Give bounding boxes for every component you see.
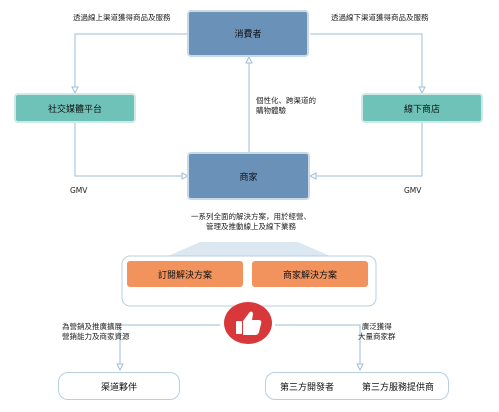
social-media-label: 社交媒體平台: [47, 104, 102, 115]
third-party-developer-label: 第三方開發者: [279, 382, 334, 393]
top-right-note: 透過線下渠道獲得商品及服務: [331, 13, 429, 22]
solutions-note: 一系列全面的解決方案，用於經營、 管理及推動線上及線下業務: [191, 212, 311, 231]
offline-store-node: 線下商店: [361, 93, 483, 123]
merchant-solution-node: 商家解決方案: [252, 261, 368, 287]
third-party-node: 第三方開發者 第三方服務提供商: [265, 372, 449, 400]
gmv-right-label: GMV: [404, 186, 422, 195]
merchant-solution-label: 商家解決方案: [282, 270, 337, 281]
arrowhead-consumer-bottom: [245, 55, 253, 64]
subscription-solution-node: 訂閱解決方案: [127, 261, 243, 287]
line-social-merchant: [74, 123, 188, 177]
subscription-solution-label: 訂閱解決方案: [157, 270, 212, 281]
consumer-node: 消費者: [187, 10, 309, 57]
consumer-label: 消費者: [234, 30, 262, 40]
center-note: 個性化、跨渠道的 購物體驗: [256, 96, 316, 115]
merchant-node: 商家: [187, 152, 310, 200]
social-media-node: 社交媒體平台: [14, 93, 136, 123]
solutions-fan: [168, 242, 330, 256]
channel-partner-label: 渠道夥伴: [100, 382, 137, 393]
top-left-note: 透過線上渠道獲得商品及服務: [73, 13, 171, 22]
arrowhead-store-top: [418, 86, 426, 95]
channel-partner-node: 渠道夥伴: [58, 372, 180, 400]
arrowhead-social-top: [71, 86, 79, 95]
merchant-label: 商家: [239, 172, 258, 183]
arrowhead-merchant-left: [181, 172, 190, 180]
arrowhead-third: [356, 363, 364, 372]
line-bottom-left: [119, 324, 220, 370]
arrowhead-channel: [116, 363, 124, 372]
arrowhead-merchant-right: [308, 172, 317, 180]
line-store-merchant: [310, 123, 423, 177]
thumbs-up-icon: [222, 301, 274, 345]
third-party-provider-label: 第三方服務提供商: [361, 382, 434, 393]
line-consumer-social: [74, 33, 188, 93]
offline-store-label: 線下商店: [403, 104, 440, 115]
left-bottom-note: 為營銷及推廣擴展 營銷能力及商家資源: [62, 322, 130, 341]
line-bottom-right: [275, 324, 361, 370]
line-consumer-store: [310, 33, 423, 93]
right-bottom-note: 廣泛獲得 大量商家群: [358, 322, 396, 341]
gmv-left-label: GMV: [70, 186, 88, 195]
